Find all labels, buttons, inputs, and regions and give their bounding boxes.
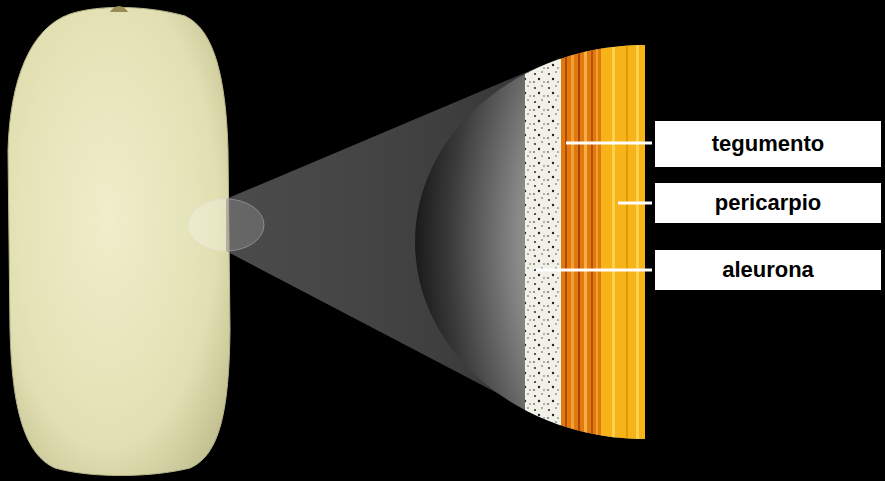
leader-line [566, 142, 652, 145]
layer-stripe [578, 40, 580, 450]
layer-stripe [636, 40, 639, 450]
label-box: tegumento [655, 121, 881, 167]
grain-layers [525, 40, 645, 450]
layer-stripe [626, 40, 628, 450]
layer-label: pericarpio [715, 190, 821, 215]
layer-label: aleurona [722, 257, 814, 282]
seed-coat-layer [561, 40, 601, 450]
layer-stripe [591, 40, 593, 450]
layer-stripe [596, 40, 598, 450]
layer-stripe [571, 40, 574, 450]
leader-line [618, 202, 652, 205]
aleurone-layer [525, 40, 561, 450]
pericarp-layer [601, 40, 645, 450]
layer-stripe [612, 40, 615, 450]
layer-stripe [584, 40, 587, 450]
leader-line [536, 269, 652, 272]
label-box: aleurona [655, 250, 881, 290]
grain-tip [110, 6, 128, 12]
layer-label: tegumento [712, 131, 824, 156]
label-box: pericarpio [655, 183, 881, 223]
layer-stripe [565, 40, 567, 450]
